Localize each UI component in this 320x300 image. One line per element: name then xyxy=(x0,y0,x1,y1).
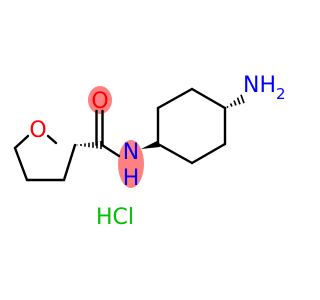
tetrahydrofuran-ring xyxy=(13,134,77,182)
carbonyl-oxygen-highlight xyxy=(88,86,112,114)
structure-diagram: O O N H NH2 HCl xyxy=(13,73,286,230)
bond-c2-c1 xyxy=(62,143,77,182)
amine-group-label: NH2 xyxy=(243,73,286,103)
cyclohexane-ring xyxy=(156,87,227,165)
bond-c1-o xyxy=(46,134,58,145)
amide-hydrogen-label: H xyxy=(123,166,140,191)
amine-hashed-wedge xyxy=(226,94,245,109)
amine-subscript: 2 xyxy=(276,85,286,103)
amide-nitrogen-label: N xyxy=(123,140,139,165)
amide-nitrogen-highlight xyxy=(118,140,144,188)
carbonyl-double-bond xyxy=(95,109,104,147)
hcl-salt-label: HCl xyxy=(96,205,134,230)
ring-oxygen-label: O xyxy=(29,118,46,143)
bond-carbonyl-nitrogen xyxy=(100,143,121,158)
bond-o-c4 xyxy=(13,134,30,150)
solid-wedge-bond xyxy=(141,141,160,149)
carbonyl-oxygen-label: O xyxy=(91,89,108,114)
bond-c4-c3 xyxy=(13,146,29,182)
